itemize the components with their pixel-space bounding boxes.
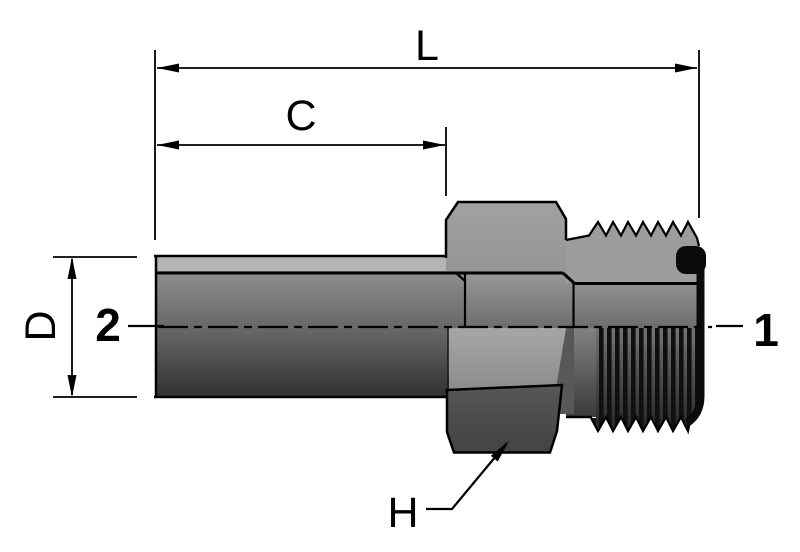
tube-stub [154,254,465,399]
hex-front-flat [447,328,574,414]
shoulder-lines [155,271,698,328]
dimension-C: C [157,92,447,196]
male-thread-lower [590,328,699,435]
arrowhead-leader-icon [490,441,509,462]
arrowhead-left-icon [157,63,179,73]
hex-nut-upper [444,200,568,273]
ref-2: 2 [95,299,164,351]
arrowhead-down-icon [67,375,77,397]
label-H: H [387,489,418,537]
hex-wrench-flat [445,383,564,454]
label-C: C [285,92,316,140]
dimension-D: D [17,256,137,398]
arrowhead-right-icon [423,140,445,150]
fitting-body [154,200,712,454]
leader-H: H [387,441,509,537]
arrowhead-right-icon [675,63,697,73]
arrowhead-up-icon [67,257,77,279]
ref-1: 1 [716,304,779,356]
dimension-L: L [154,22,700,240]
label-D: D [17,310,65,341]
arrowhead-left-icon [157,140,179,150]
label-L: L [415,22,439,70]
body-shank [465,271,699,328]
end-face-edge [684,258,705,427]
label-ref-2: 2 [95,299,121,351]
o-ring [676,246,706,427]
male-thread-crests [565,219,701,283]
label-ref-1: 1 [753,304,779,356]
